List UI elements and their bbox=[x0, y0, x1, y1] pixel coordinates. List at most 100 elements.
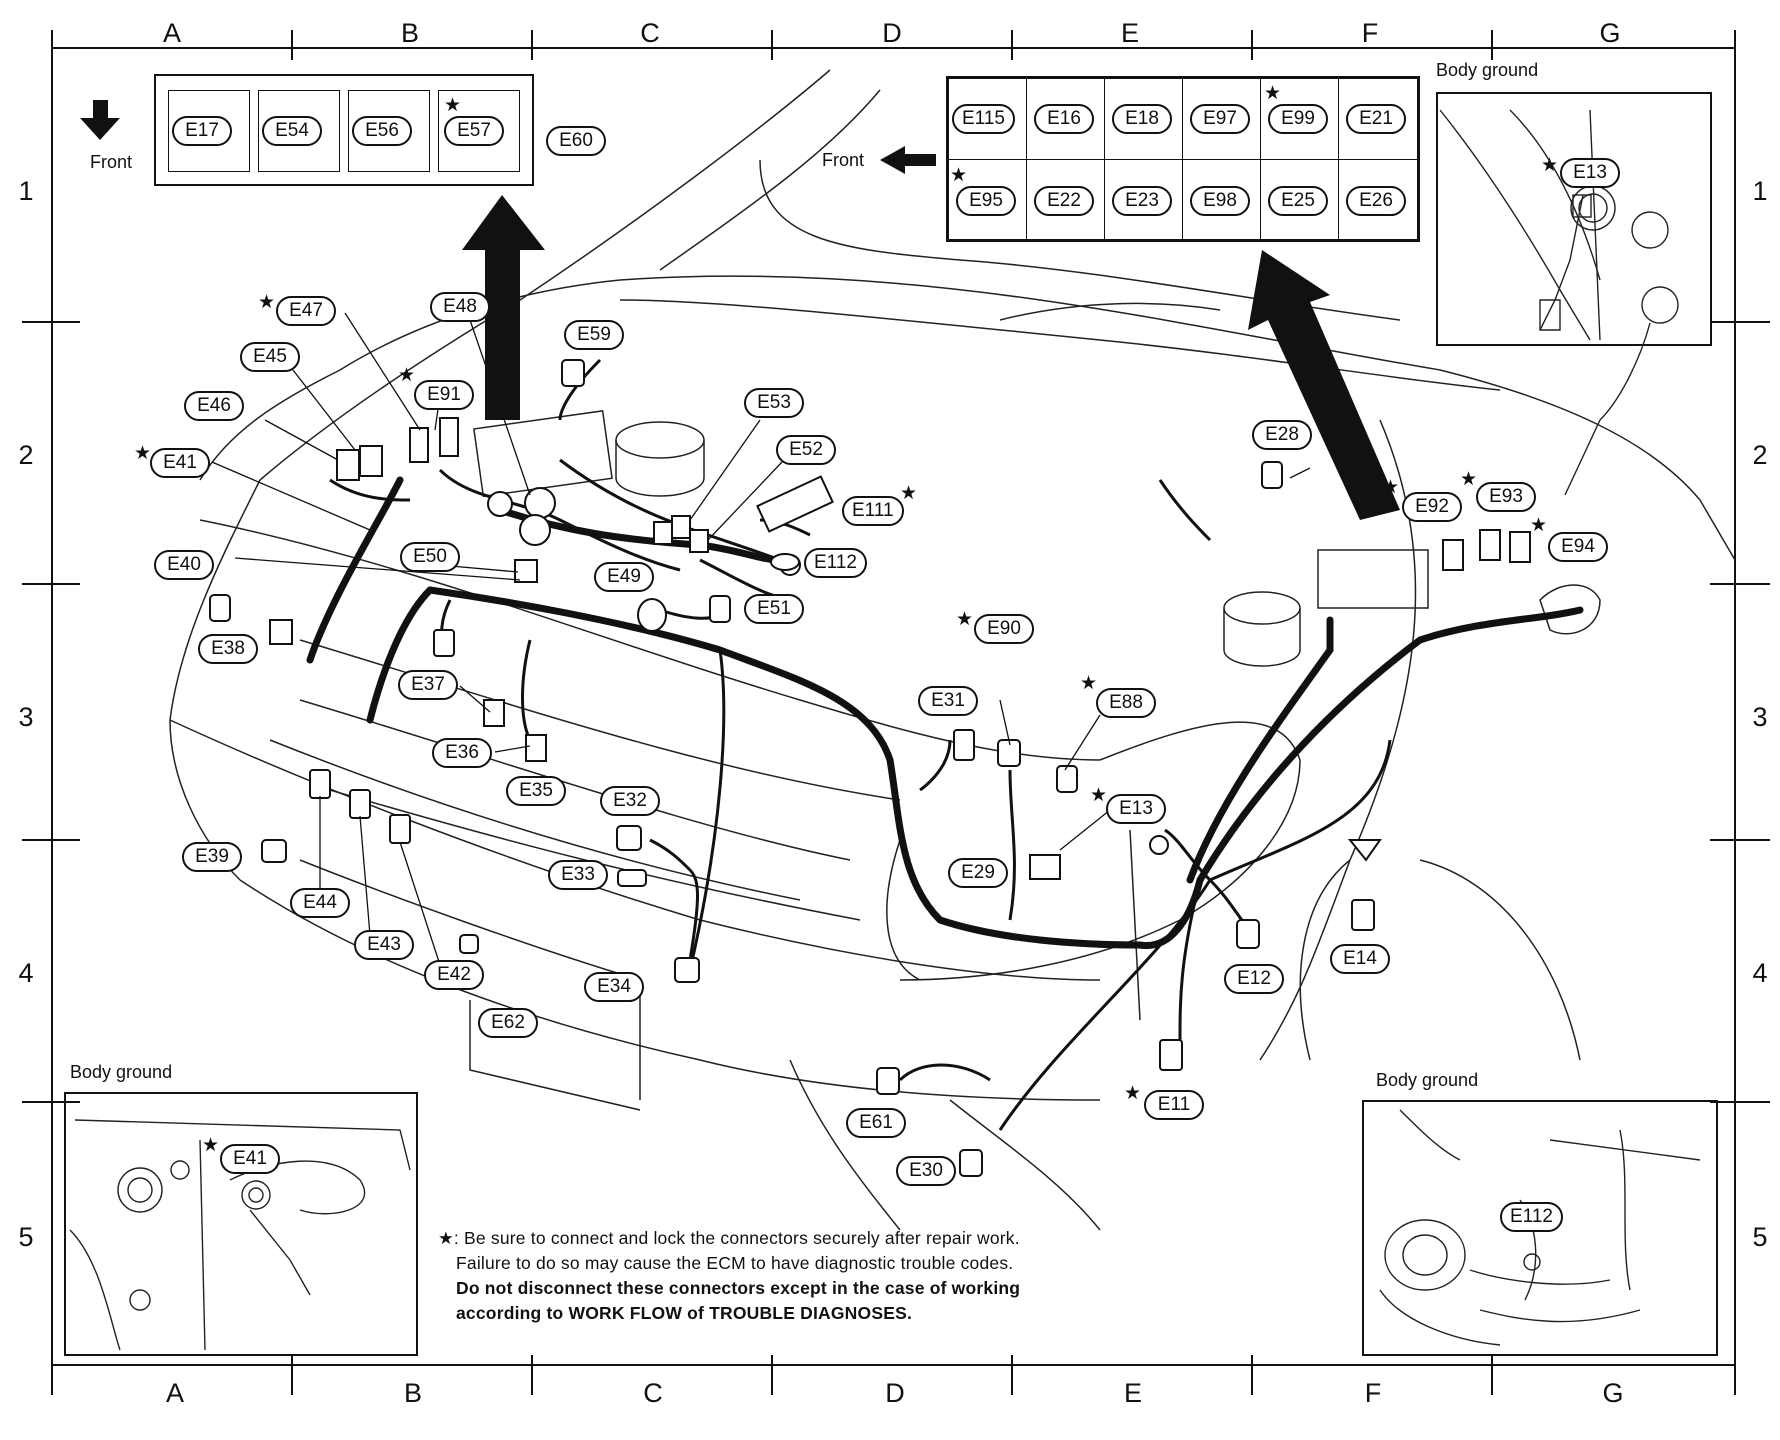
connector-e99: E99 bbox=[1268, 104, 1328, 134]
connector-e54: E54 bbox=[262, 116, 322, 146]
connector-e88: E88 bbox=[1096, 688, 1156, 718]
star-e111: ★ bbox=[900, 483, 918, 504]
connector-e59: E59 bbox=[564, 320, 624, 350]
connector-e52: E52 bbox=[776, 435, 836, 465]
connector-e49: E49 bbox=[594, 562, 654, 592]
connector-e92: E92 bbox=[1402, 492, 1462, 522]
connector-e45: E45 bbox=[240, 342, 300, 372]
connector-e44: E44 bbox=[290, 888, 350, 918]
connector-e93: E93 bbox=[1476, 482, 1536, 512]
connector-e17: E17 bbox=[172, 116, 232, 146]
connector-e36: E36 bbox=[432, 738, 492, 768]
connector-e62: E62 bbox=[478, 1008, 538, 1038]
connector-e41: E41 bbox=[150, 448, 210, 478]
star-e95: ★ bbox=[950, 165, 968, 186]
connector-e35: E35 bbox=[506, 776, 566, 806]
star-inset-e41: ★ bbox=[202, 1135, 220, 1156]
inset-bottom-left bbox=[64, 1092, 418, 1356]
star-e90: ★ bbox=[956, 609, 974, 630]
connector-e16: E16 bbox=[1034, 104, 1094, 134]
inset-connector-e41: E41 bbox=[220, 1144, 280, 1174]
connector-e28: E28 bbox=[1252, 420, 1312, 450]
connector-e48: E48 bbox=[430, 292, 490, 322]
connector-e91: E91 bbox=[414, 380, 474, 410]
connector-e40: E40 bbox=[154, 550, 214, 580]
note-line-4: according to WORK FLOW of TROUBLE DIAGNO… bbox=[456, 1303, 913, 1323]
inset-bottom-left-title: Body ground bbox=[70, 1062, 173, 1082]
grid-row-5-right: 5 bbox=[1752, 1222, 1768, 1252]
grid-col-b-bottom: B bbox=[403, 1378, 422, 1408]
connector-e95: E95 bbox=[956, 186, 1016, 216]
inset-top-right-title: Body ground bbox=[1436, 60, 1539, 80]
connector-e46: E46 bbox=[184, 391, 244, 421]
connector-e50: E50 bbox=[400, 542, 460, 572]
connector-e56: E56 bbox=[352, 116, 412, 146]
connector-e37: E37 bbox=[398, 670, 458, 700]
connector-e23: E23 bbox=[1112, 186, 1172, 216]
grid-row-4-right: 4 bbox=[1752, 958, 1768, 988]
right-relay-front-label: Front bbox=[822, 150, 865, 170]
connector-e60: E60 bbox=[546, 126, 606, 156]
grid-row-4-left: 4 bbox=[18, 958, 34, 988]
star-e11: ★ bbox=[1124, 1083, 1142, 1104]
connector-e97: E97 bbox=[1190, 104, 1250, 134]
grid-col-a-top: A bbox=[162, 18, 181, 48]
connector-e22: E22 bbox=[1034, 186, 1094, 216]
grid-col-d-bottom: D bbox=[885, 1378, 905, 1408]
caution-note: ★: Be sure to connect and lock the conne… bbox=[438, 1226, 1198, 1326]
star-e88: ★ bbox=[1080, 673, 1098, 694]
connector-e38: E38 bbox=[198, 634, 258, 664]
inset-top-right bbox=[1436, 92, 1712, 346]
connector-e53: E53 bbox=[744, 388, 804, 418]
grid-col-f-bottom: F bbox=[1364, 1378, 1382, 1408]
inset-bottom-right bbox=[1362, 1100, 1718, 1356]
grid-col-b-top: B bbox=[400, 18, 419, 48]
grid-col-f-top: F bbox=[1361, 18, 1379, 48]
connector-e57: E57 bbox=[444, 116, 504, 146]
star-e91: ★ bbox=[398, 365, 416, 386]
star-e47: ★ bbox=[258, 292, 276, 313]
connector-e33: E33 bbox=[548, 860, 608, 890]
grid-row-3-right: 3 bbox=[1752, 702, 1768, 732]
grid-row-5-left: 5 bbox=[18, 1222, 34, 1252]
connector-e90: E90 bbox=[974, 614, 1034, 644]
left-relay-front-label: Front bbox=[90, 152, 133, 172]
star-e94: ★ bbox=[1530, 515, 1548, 536]
note-line-1: : Be sure to connect and lock the connec… bbox=[453, 1228, 1020, 1248]
connector-e13: E13 bbox=[1106, 794, 1166, 824]
inset-bottom-right-title: Body ground bbox=[1376, 1070, 1479, 1090]
connector-e26: E26 bbox=[1346, 186, 1406, 216]
grid-row-2-right: 2 bbox=[1752, 440, 1768, 470]
note-line-3: Do not disconnect these connectors excep… bbox=[456, 1278, 1021, 1298]
grid-row-1-right: 1 bbox=[1752, 176, 1768, 206]
note-star-icon: ★ bbox=[438, 1228, 454, 1248]
grid-col-c-top: C bbox=[640, 18, 660, 48]
connector-e115: E115 bbox=[952, 104, 1015, 134]
connector-e21: E21 bbox=[1346, 104, 1406, 134]
connector-e34: E34 bbox=[584, 972, 644, 1002]
grid-col-c-bottom: C bbox=[643, 1378, 663, 1408]
grid-row-3-left: 3 bbox=[18, 702, 34, 732]
grid-row-1-left: 1 bbox=[18, 176, 34, 206]
star-inset-e13: ★ bbox=[1541, 155, 1559, 176]
connector-e111: E111 bbox=[842, 496, 904, 526]
connector-e25: E25 bbox=[1268, 186, 1328, 216]
connector-e112: E112 bbox=[804, 548, 867, 578]
connector-e94: E94 bbox=[1548, 532, 1608, 562]
star-e57: ★ bbox=[444, 95, 462, 116]
grid-frame bbox=[22, 30, 1770, 1395]
connector-e43: E43 bbox=[354, 930, 414, 960]
connector-e30: E30 bbox=[896, 1156, 956, 1186]
star-e92: ★ bbox=[1382, 477, 1400, 498]
connector-e11: E11 bbox=[1144, 1090, 1204, 1120]
connector-e51: E51 bbox=[744, 594, 804, 624]
star-e41: ★ bbox=[134, 443, 152, 464]
connector-e32: E32 bbox=[600, 786, 660, 816]
connector-e14: E14 bbox=[1330, 944, 1390, 974]
connector-e42: E42 bbox=[424, 960, 484, 990]
right-relay-box bbox=[946, 76, 1420, 242]
grid-col-d-top: D bbox=[882, 18, 902, 48]
inset-connector-e112: E112 bbox=[1500, 1202, 1563, 1232]
